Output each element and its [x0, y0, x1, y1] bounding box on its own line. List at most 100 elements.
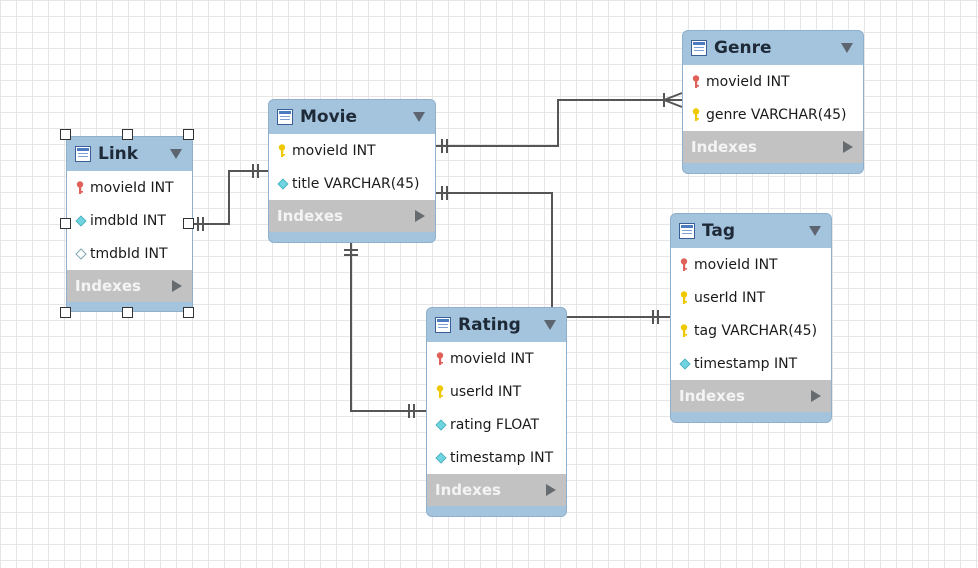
indexes-section[interactable]: Indexes	[671, 380, 831, 412]
table-header[interactable]: Rating	[427, 308, 566, 342]
column-list: movieId INT imdbId INT tmdbId INT	[67, 171, 192, 270]
column-row[interactable]: userId INT	[427, 375, 566, 408]
column-label: userId INT	[450, 383, 522, 400]
indexes-section[interactable]: Indexes	[269, 200, 435, 232]
column-label: imdbId INT	[90, 212, 166, 229]
column-diamond-icon	[277, 177, 289, 191]
column-diamond-icon	[679, 357, 691, 371]
foreign-key-icon	[277, 143, 289, 158]
table-icon	[75, 146, 91, 162]
column-row[interactable]: title VARCHAR(45)	[269, 167, 435, 200]
resize-handle[interactable]	[122, 129, 133, 140]
table-movie[interactable]: Movie movieId INT title VARCHAR(45) Index…	[268, 99, 436, 243]
relationship-line-link-movie[interactable]	[194, 170, 268, 225]
column-row[interactable]: movieId INT	[67, 171, 192, 204]
column-label: tmdbId INT	[90, 245, 168, 262]
resize-handle[interactable]	[60, 307, 71, 318]
resize-handle[interactable]	[183, 218, 194, 229]
collapse-chevron-icon[interactable]	[841, 43, 853, 53]
table-title: Link	[98, 144, 139, 164]
collapse-chevron-icon[interactable]	[809, 226, 821, 236]
column-row[interactable]: movieId INT	[671, 248, 831, 281]
resize-handle[interactable]	[183, 307, 194, 318]
indexes-label: Indexes	[435, 481, 501, 499]
table-title: Rating	[458, 315, 521, 335]
table-header[interactable]: Link	[67, 137, 192, 171]
resize-handle[interactable]	[122, 307, 133, 318]
table-tag[interactable]: Tag movieId INT userId INT tag VARCHAR(45)…	[670, 213, 832, 423]
table-genre[interactable]: Genre movieId INT genre VARCHAR(45) Index…	[682, 30, 864, 174]
column-row[interactable]: movieId INT	[269, 134, 435, 167]
table-header[interactable]: Tag	[671, 214, 831, 248]
column-list: movieId INT userId INT rating FLOAT timesta…	[427, 342, 566, 474]
expand-arrow-icon[interactable]	[172, 280, 182, 292]
column-label: movieId INT	[90, 179, 174, 196]
table-icon	[679, 223, 695, 239]
resize-handle[interactable]	[60, 129, 71, 140]
relationship-line-movie-genre[interactable]	[436, 99, 682, 147]
primary-key-icon	[435, 351, 447, 366]
column-label: movieId INT	[450, 350, 534, 367]
column-label: movieId INT	[694, 256, 778, 273]
relationship-line-movie-rating-left[interactable]	[350, 243, 426, 412]
foreign-key-icon	[691, 107, 703, 122]
column-diamond-icon	[75, 214, 87, 228]
relationship-line-movie-rating-top[interactable]	[436, 192, 553, 307]
indexes-label: Indexes	[679, 387, 745, 405]
expand-arrow-icon[interactable]	[811, 390, 821, 402]
column-row[interactable]: userId INT	[671, 281, 831, 314]
column-label: userId INT	[694, 289, 766, 306]
indexes-section[interactable]: Indexes	[67, 270, 192, 302]
column-list: movieId INT genre VARCHAR(45)	[683, 65, 863, 131]
table-title: Movie	[300, 107, 358, 127]
crows-foot-marker	[663, 99, 683, 108]
indexes-label: Indexes	[75, 277, 141, 295]
indexes-section[interactable]: Indexes	[683, 131, 863, 163]
crows-foot-marker	[663, 92, 683, 101]
primary-key-icon	[679, 257, 691, 272]
column-row[interactable]: tmdbId INT	[67, 237, 192, 270]
primary-key-icon	[691, 74, 703, 89]
column-row[interactable]: timestamp INT	[671, 347, 831, 380]
foreign-key-icon	[679, 323, 691, 338]
table-header[interactable]: Genre	[683, 31, 863, 65]
column-label: movieId INT	[292, 142, 376, 159]
expand-arrow-icon[interactable]	[843, 141, 853, 153]
indexes-label: Indexes	[691, 138, 757, 156]
column-row[interactable]: imdbId INT	[67, 204, 192, 237]
foreign-key-icon	[435, 384, 447, 399]
column-row[interactable]: timestamp INT	[427, 441, 566, 474]
collapse-chevron-icon[interactable]	[544, 320, 556, 330]
column-row[interactable]: movieId INT	[427, 342, 566, 375]
column-label: tag VARCHAR(45)	[694, 322, 818, 339]
table-icon	[435, 317, 451, 333]
indexes-label: Indexes	[277, 207, 343, 225]
indexes-section[interactable]: Indexes	[427, 474, 566, 506]
column-diamond-icon	[435, 418, 447, 432]
resize-handle[interactable]	[183, 129, 194, 140]
column-row[interactable]: tag VARCHAR(45)	[671, 314, 831, 347]
column-row[interactable]: rating FLOAT	[427, 408, 566, 441]
table-rating[interactable]: Rating movieId INT userId INT rating FLOAT…	[426, 307, 567, 517]
column-row[interactable]: movieId INT	[683, 65, 863, 98]
column-label: movieId INT	[706, 73, 790, 90]
collapse-chevron-icon[interactable]	[413, 112, 425, 122]
column-label: title VARCHAR(45)	[292, 175, 420, 192]
column-list: movieId INT title VARCHAR(45)	[269, 134, 435, 200]
expand-arrow-icon[interactable]	[415, 210, 425, 222]
resize-handle[interactable]	[60, 218, 71, 229]
expand-arrow-icon[interactable]	[546, 484, 556, 496]
column-label: genre VARCHAR(45)	[706, 106, 847, 123]
collapse-chevron-icon[interactable]	[170, 149, 182, 159]
column-label: timestamp INT	[694, 355, 798, 372]
column-label: timestamp INT	[450, 449, 554, 466]
table-link[interactable]: Link movieId INT imdbId INT tmdbId INT Ind…	[66, 136, 193, 312]
column-row[interactable]: genre VARCHAR(45)	[683, 98, 863, 131]
table-icon	[277, 109, 293, 125]
table-header[interactable]: Movie	[269, 100, 435, 134]
table-icon	[691, 40, 707, 56]
column-label: rating FLOAT	[450, 416, 540, 433]
table-title: Genre	[714, 38, 772, 58]
